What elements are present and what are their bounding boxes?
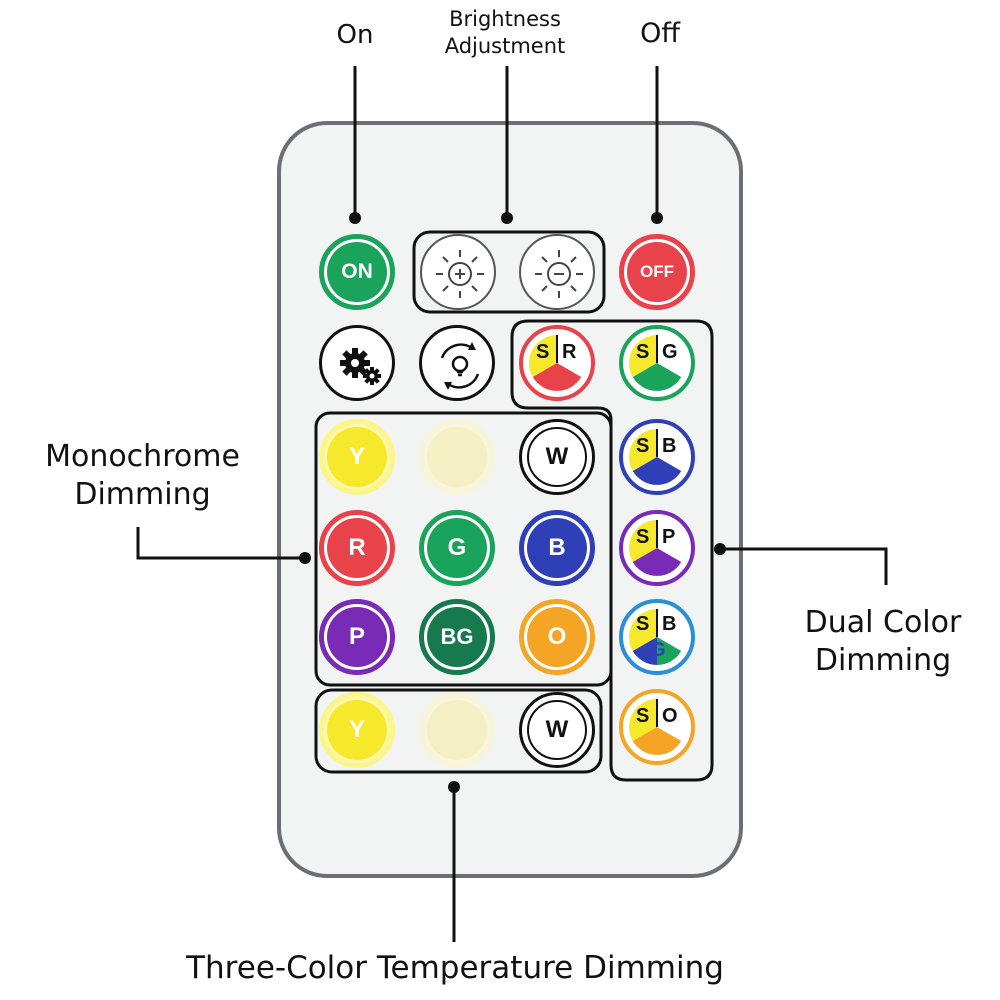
label-dual-color-dimming: Dual Color Dimming: [778, 604, 988, 680]
white-button[interactable]: W: [519, 419, 595, 495]
blue-button[interactable]: B: [519, 510, 595, 586]
red-button[interactable]: R: [319, 510, 395, 586]
orange-button[interactable]: O: [519, 599, 595, 675]
dual-s-p-p-letter: P: [662, 526, 676, 548]
blue-green-button[interactable]: BG: [419, 599, 495, 675]
dual-s-o-icon: [629, 699, 685, 755]
label-dual-line2: Dimming: [814, 643, 952, 678]
purple-button[interactable]: P: [319, 599, 395, 675]
dual-s-p-s-letter: S: [636, 526, 650, 548]
dot-off: [651, 212, 663, 224]
leader-mono: [136, 527, 305, 560]
on-button-label: ON: [327, 242, 387, 302]
blue-button-label: B: [527, 518, 587, 578]
dual-s-p-button[interactable]: S P: [619, 510, 695, 586]
dual-s-o-o-letter: O: [662, 705, 678, 727]
label-brightness-line2: Adjustment: [444, 34, 566, 58]
dual-s-p-icon: [629, 520, 685, 576]
label-mono-line2: Dimming: [74, 477, 211, 512]
dot-on: [349, 212, 361, 224]
dual-s-g-icon: [629, 335, 685, 391]
white-button-label: W: [527, 427, 587, 487]
dual-s-b-s-letter: S: [636, 435, 650, 457]
dot-mono: [299, 552, 311, 564]
label-mono-line1: Monochrome: [45, 439, 240, 474]
brightness-down-button[interactable]: [519, 234, 595, 310]
orange-button-label: O: [527, 607, 587, 667]
dual-s-g-s-letter: S: [636, 341, 650, 363]
group-three-box: [314, 688, 603, 774]
off-button-label: OFF: [627, 242, 687, 302]
leader-dual: [720, 547, 888, 585]
yellow-button[interactable]: Y: [319, 419, 395, 495]
dual-s-r-r-letter: R: [562, 341, 577, 363]
label-three-color-dimming: Three-Color Temperature Dimming: [186, 950, 724, 986]
off-button[interactable]: OFF: [619, 234, 695, 310]
dual-s-bg-icon: [629, 609, 685, 665]
gears-icon: [340, 348, 381, 385]
label-brightness-line1: Brightness: [449, 7, 561, 31]
settings-button[interactable]: [319, 325, 395, 401]
dual-s-o-button[interactable]: S O: [619, 689, 695, 765]
label-dual-line1: Dual Color: [804, 605, 962, 640]
dot-three: [448, 781, 460, 793]
dual-s-r-button[interactable]: S R: [519, 325, 595, 401]
dual-s-b-b-letter: B: [662, 435, 677, 457]
yellow-2-button-label: Y: [327, 700, 387, 760]
sun-plus-icon: [436, 250, 484, 298]
dot-brightness: [501, 212, 513, 224]
label-off: Off: [640, 18, 680, 49]
dual-s-bg-s-letter: S: [636, 613, 650, 635]
group-dual-box: [510, 319, 714, 782]
label-on: On: [336, 20, 374, 50]
dot-dual: [714, 543, 726, 555]
on-button[interactable]: ON: [319, 234, 395, 310]
yellow-2-button[interactable]: Y: [319, 692, 395, 768]
bulb-cycle-icon: [440, 342, 480, 390]
dual-s-o-s-letter: S: [636, 705, 650, 727]
dual-s-bg-g-letter: G: [650, 639, 666, 661]
green-button[interactable]: G: [419, 510, 495, 586]
sun-minus-icon: [535, 250, 583, 298]
warm-white-2-button[interactable]: [419, 692, 495, 768]
label-brightness: Brightness Adjustment: [420, 6, 590, 60]
dual-s-r-icon: [529, 335, 585, 391]
dual-s-bg-button[interactable]: S B G: [619, 599, 695, 675]
mode-cycle-button[interactable]: [419, 325, 495, 401]
label-monochrome-dimming: Monochrome Dimming: [20, 438, 265, 514]
white-2-button-label: W: [527, 700, 587, 760]
dual-s-g-g-letter: G: [662, 341, 678, 363]
group-brightness-box: [412, 230, 606, 314]
red-button-label: R: [327, 518, 387, 578]
white-2-button-three[interactable]: W: [519, 692, 595, 768]
purple-button-label: P: [327, 607, 387, 667]
green-button-label: G: [427, 518, 487, 578]
dual-s-bg-b-letter: B: [662, 613, 677, 635]
dual-s-r-s-letter: S: [536, 341, 550, 363]
warm-white-button[interactable]: [419, 419, 495, 495]
dual-s-g-button[interactable]: S G: [619, 325, 695, 401]
blue-green-button-label: BG: [427, 607, 487, 667]
yellow-button-label: Y: [327, 427, 387, 487]
brightness-up-button[interactable]: [420, 234, 496, 310]
white-2-button[interactable]: S B: [619, 419, 695, 495]
dual-s-b-icon: [629, 429, 685, 485]
